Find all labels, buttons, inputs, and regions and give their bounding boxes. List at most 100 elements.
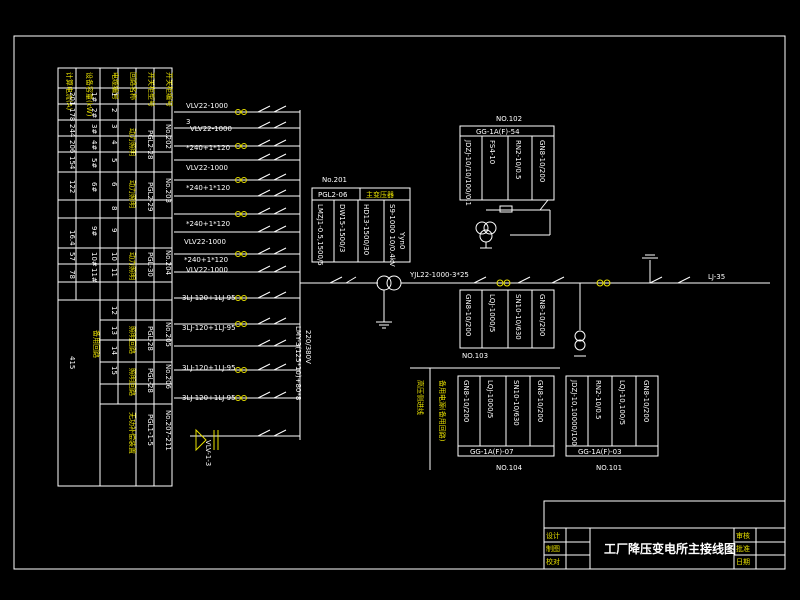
panel-102-equipment (475, 199, 551, 249)
circuit-13: 13 (110, 326, 118, 335)
panel-id-202: No.202 (164, 124, 172, 149)
panel-104-cell-4: GN8-10/200 (536, 380, 544, 422)
panel-102-cell-pt: JDZJ-10/10/100/0.1 (464, 139, 472, 206)
cable-lj-4: 3LJ-120+1LJ-95 (182, 394, 236, 402)
panel-102-cell-fuse: RN2-10/0.5 (514, 140, 522, 179)
func-207: 无功补偿装置 (128, 412, 137, 454)
cable-bottom: VLV-1-3 (204, 440, 212, 466)
panel-101-cell-1: JDZJ-10,10000/100 (570, 379, 578, 446)
panel-201-cell-trafo: S9-1000 10/0.4kV (388, 204, 396, 267)
panel-id-206: No.206 (164, 364, 172, 390)
cable-sub-1: 3 (186, 118, 190, 126)
panel-103-cell-1: GN8-10/200 (464, 294, 472, 336)
panel-104-id: NO.104 (496, 464, 523, 472)
panel-104-side1: 高压侧进线 (416, 380, 425, 415)
cap-5: 5# (90, 158, 98, 168)
panel-model-207: PGL1-1-5 (146, 414, 154, 446)
title-label-design: 设计 (546, 531, 560, 540)
current-10: 57 (68, 252, 76, 261)
header-capacity: 设备容量(kW) (85, 72, 94, 117)
circuit-14: 14 (110, 346, 118, 355)
panel-id-207: No.207-211 (164, 410, 172, 451)
cable-labels: VLV22-1000 3 VLV22-1000 *240+1*120 VLV22… (182, 102, 312, 466)
capacitor-bank (195, 428, 219, 452)
current-11: 78 (68, 270, 76, 279)
panel-model-204: PGL-30 (146, 252, 154, 277)
panel-104-cell-1: GN8-10/200 (462, 380, 470, 422)
func-202: 动力照明 (128, 128, 137, 156)
cap-3: 3# (90, 124, 98, 134)
circuit-table (57, 67, 173, 487)
panel-101-cell-2: RN2-10/0.5 (594, 380, 602, 419)
panel-103-cell-4: GN8-10/200 (538, 294, 546, 336)
panel-102-model: GG-1A(F)-54 (476, 128, 520, 136)
panel-101: JDZJ-10,10000/100 RN2-10/0.5 LQJ-10,100/… (565, 375, 659, 472)
panel-201-cell-group: Yyn0 (398, 231, 406, 249)
panel-104-cell-2: LQJ-1000/5 (486, 380, 494, 418)
reserve-value: 415 (68, 356, 76, 369)
circuit-2: 2 (110, 108, 118, 112)
func-203: 动力照明 (128, 180, 137, 208)
cable-lj-3: 3LJ-120+1LJ-95 (182, 364, 236, 372)
circuit-3: 3 (110, 124, 118, 128)
panel-101-model: GG-1A(F)-03 (578, 448, 622, 456)
cap-10: 10# (90, 252, 98, 267)
panel-201-cell-switch: HD13-1500/30 (362, 204, 370, 255)
panel-101-id: NO.101 (596, 464, 622, 472)
panel-model-203: PGL2-29 (146, 182, 154, 211)
table-headers: 开关柜编号 开关柜型号 回路名称 电缆编号 设备容量(kW) 计算电流(A) (65, 72, 174, 117)
hv-switches (473, 254, 691, 298)
hv-cts (496, 279, 611, 287)
header-circuit-name: 回路名称 (129, 72, 138, 100)
title-label-review: 审核 (736, 531, 750, 540)
title-block: 设计 制图 校对 审核 批准 日期 工厂降压变电所主接线图 (543, 500, 786, 570)
cap-6: 6# (90, 182, 98, 192)
panel-id-204: No.204 (164, 250, 172, 276)
current-6: 122 (68, 180, 76, 193)
circuit-6: 6 (110, 182, 118, 187)
cap-9: 9# (90, 226, 98, 236)
cap-1: 1# (90, 92, 98, 102)
panel-201: No.201 PGL2-06 主变压器 LMZJ1-0.5,1500/5 DW1… (311, 176, 411, 267)
panel-201-label: 主变压器 (366, 190, 394, 199)
drawing-title: 工厂降压变电所主接线图 (604, 541, 736, 556)
header-panel-id: 开关柜编号 (165, 72, 174, 107)
circuit-12: 12 (110, 306, 118, 315)
panel-id-205: No.205 (164, 322, 172, 347)
bus-pt (574, 298, 586, 357)
panel-201-id: No.201 (322, 176, 347, 184)
cable-ins-1: *240+1*120 (186, 144, 230, 152)
panel-104-model: GG-1A(F)-07 (470, 448, 514, 456)
panel-201-model: PGL2-06 (318, 191, 348, 199)
circuit-5: 5 (110, 158, 118, 162)
func-205: 照明回路 (128, 326, 137, 354)
cap-2: 2# (90, 108, 98, 118)
drawing-frame (13, 35, 786, 570)
panel-104: 高压侧进线 备用电源(备用回路) GN8-10/200 LQJ-1000/5 S… (410, 367, 560, 472)
panel-102-cell-switch: GN8-10/200 (538, 140, 546, 182)
current-2: 178 (68, 108, 76, 121)
panel-104-side2: 备用电源(备用回路) (438, 380, 447, 442)
reserve-label: 备用回路 (92, 330, 101, 358)
circuit-15: 15 (110, 366, 118, 375)
cable-ins-2: *240+1*120 (186, 184, 230, 192)
circuit-11: 11 (110, 268, 118, 277)
current-9: 16.4 (68, 230, 76, 246)
cable-ins-3: *240+1*120 (186, 220, 230, 228)
cable-label-4: VLV22-1000 (184, 238, 226, 246)
header-panel-model: 开关柜型号 (147, 72, 156, 107)
panel-model-202: PGL2-28 (146, 130, 154, 159)
bus-voltage: 220/380V (304, 330, 312, 364)
panel-102: NO.102 GG-1A(F)-54 JDZJ-10/10/100/0.1 FS… (459, 115, 555, 206)
feeder-breakers (257, 105, 287, 437)
circuit-1: 1 (110, 92, 118, 96)
cable-lj-2: 3LJ-120+1LJ-95 (182, 324, 236, 332)
circuit-4: 4 (110, 140, 118, 145)
panel-104-cell-3: SN10-10/630 (512, 380, 520, 426)
table-body: No.202 No.203 No.204 No.205 No.206 No.20… (68, 92, 172, 454)
current-5: 154 (68, 156, 76, 170)
panel-103-cell-3: SN10-10/630 (514, 294, 522, 340)
cable-ins-5: *240+1*120 (184, 256, 228, 264)
current-4: 206 (68, 140, 76, 154)
cap-11: 11# (90, 268, 98, 283)
